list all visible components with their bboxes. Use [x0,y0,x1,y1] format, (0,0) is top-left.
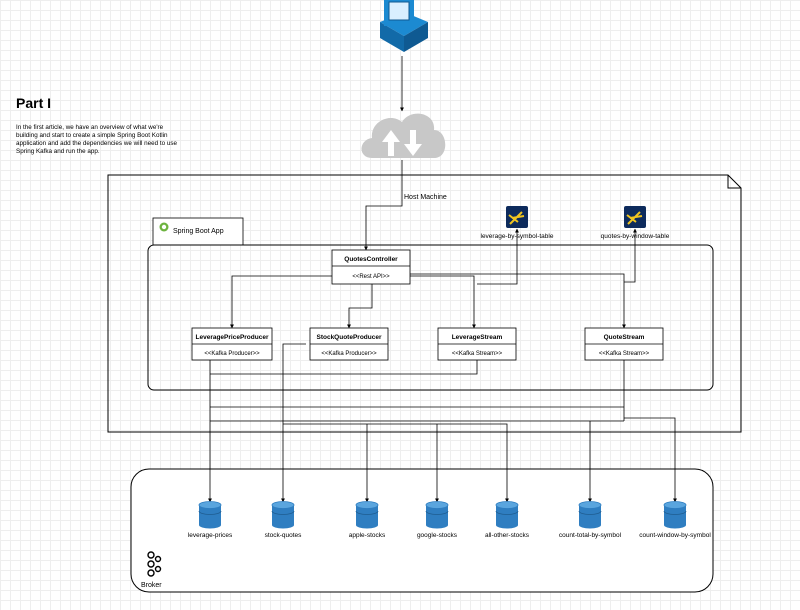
cylinder-body [664,505,686,529]
cylinder-top [663,501,687,509]
topic-apple-stocks: apple-stocks [349,501,386,539]
class-quote-stream: QuoteStream <<Kafka Stream>> [584,327,664,361]
connector-line [230,275,332,329]
spring-app-container [147,244,714,391]
class-stereotype: <<Kafka Producer>> [321,351,377,357]
topic-google-stocks: google-stocks [417,501,458,539]
connector-line [410,273,626,329]
part-title: Part I [16,95,52,111]
topic-label: count-window-by-symbol [639,532,711,539]
connector-line [347,284,373,329]
topic-label: apple-stocks [349,532,386,539]
kafka-topics: leverage-prices stock-quotes apple-stocks g… [188,501,711,539]
cylinder-body [579,505,601,529]
kafka-table-icon [624,206,646,228]
topic-label: leverage-prices [188,532,233,539]
host-machine-label: Host Machine [404,194,447,201]
topic-label: stock-quotes [265,532,303,539]
table-quotes-by-window-label: quotes-by-window-table [601,233,670,240]
kafka-icon [147,551,162,577]
cylinder-body [356,505,378,529]
cylinder-top [425,501,449,509]
cylinder-band [663,510,687,515]
kafka-table-icon [506,206,528,228]
topic-label: count-total-by-symbol [559,532,622,539]
cylinder-top [355,501,379,509]
class-stock-quote-producer: StockQuoteProducer <<Kafka Producer>> [309,327,389,361]
cylinder-band [355,510,379,515]
class-leverage-price-producer: LeveragePriceProducer <<Kafka Producer>> [191,327,273,361]
class-stereotype: <<Kafka Producer>> [204,351,260,357]
class-quotes-controller: QuotesController <<Rest API>> [331,249,411,285]
class-name: LeveragePriceProducer [196,334,269,341]
class-name: LeverageStream [452,334,503,341]
topic-count-total-by-symbol: count-total-by-symbol [559,501,622,539]
cylinder-body [272,505,294,529]
topic-label: google-stocks [417,532,458,539]
cylinder-band [425,510,449,515]
connector-line [210,360,478,375]
topic-label: all-other-stocks [485,532,530,539]
cylinder-top [198,501,222,509]
class-stereotype: <<Rest API>> [352,274,390,280]
host-machine-boundary [107,174,742,433]
connector-line [624,417,677,503]
class-leverage-stream: LeverageStream <<Kafka Stream>> [437,327,517,361]
class-name: QuoteStream [604,334,645,341]
cylinder-band [578,510,602,515]
spring-boot-icon [159,222,169,232]
cylinder-band [495,510,519,515]
topic-leverage-prices: leverage-prices [188,501,233,539]
cloud-icon [361,113,446,158]
connector-line [477,228,519,285]
topic-count-window-by-symbol: count-window-by-symbol [639,501,711,539]
connector-line [624,228,637,283]
cylinder-body [199,505,221,529]
topic-all-other-stocks: all-other-stocks [485,501,530,539]
cylinder-body [426,505,448,529]
cylinder-top [578,501,602,509]
connector-line [364,160,403,251]
topic-stock-quotes: stock-quotes [265,501,303,539]
cylinder-body [496,505,518,529]
broker-label: Broker [141,582,162,589]
spring-app-tab [152,217,244,246]
class-stereotype: <<Kafka Stream>> [452,351,503,357]
class-name: StockQuoteProducer [316,334,381,341]
table-leverage-by-symbol-label: leverage-by-symbol-table [481,233,554,240]
class-stereotype: <<Kafka Stream>> [599,351,650,357]
cylinder-top [271,501,295,509]
spring-app-label: Spring Boot App [173,228,224,235]
broker-container [130,468,714,593]
computer-icon [380,0,428,52]
part-description: In the first article, we have an overvie… [16,124,178,155]
connectors [208,56,677,503]
connector-line [410,275,476,329]
class-name: QuotesController [344,256,398,263]
cylinder-band [198,510,222,515]
cylinder-top [495,501,519,509]
connector-line [281,343,306,503]
connector-line [283,423,509,503]
cylinder-band [271,510,295,515]
